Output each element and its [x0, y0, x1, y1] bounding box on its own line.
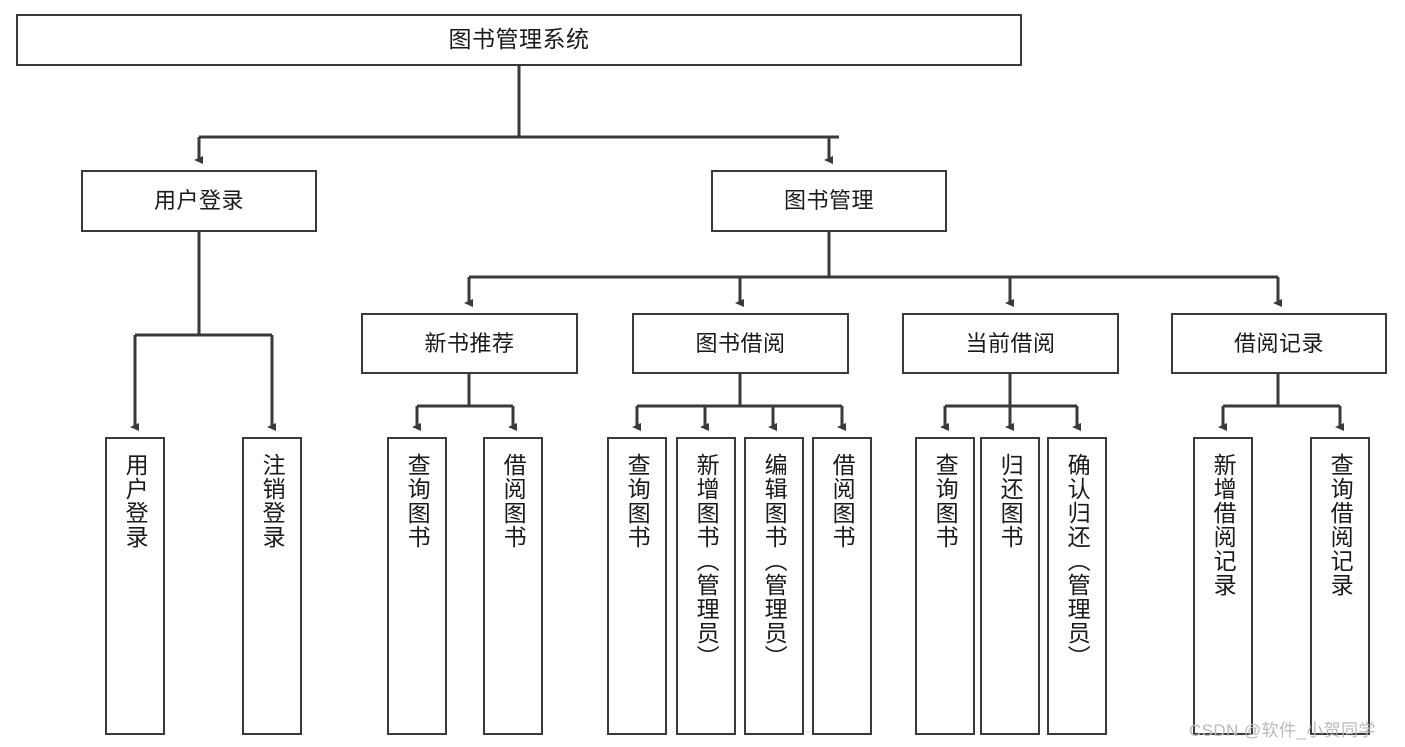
node-leaf-return-book[interactable]: 归还图书	[980, 437, 1040, 735]
node-label: 用户登录	[122, 453, 149, 549]
node-current-borrow[interactable]: 当前借阅	[902, 313, 1119, 374]
node-label: 归还图书	[997, 453, 1024, 549]
node-leaf-query-book-1[interactable]: 查询图书	[387, 437, 447, 735]
node-label: 借阅图书	[500, 453, 527, 549]
node-label: 确认归还（管理员）	[1064, 453, 1091, 669]
node-label: 图书借阅	[695, 330, 786, 356]
node-leaf-logout-login[interactable]: 注销登录	[242, 437, 302, 735]
node-label: 新增图书（管理员）	[693, 453, 720, 669]
node-label: 用户登录	[153, 188, 244, 214]
node-user-login[interactable]: 用户登录	[81, 170, 317, 232]
node-leaf-edit-book[interactable]: 编辑图书（管理员）	[744, 437, 804, 735]
node-leaf-confirm-return[interactable]: 确认归还（管理员）	[1047, 437, 1107, 735]
node-label: 当前借阅	[965, 330, 1056, 356]
node-leaf-add-record[interactable]: 新增借阅记录	[1193, 437, 1253, 735]
node-label: 查询借阅记录	[1327, 453, 1354, 597]
node-leaf-query-book-2[interactable]: 查询图书	[607, 437, 667, 735]
node-label: 图书管理	[783, 188, 874, 214]
node-leaf-query-record[interactable]: 查询借阅记录	[1310, 437, 1370, 735]
node-label: 借阅图书	[829, 453, 856, 549]
node-label: 图书管理系统	[448, 26, 590, 53]
node-label: 注销登录	[259, 453, 286, 549]
node-borrow-record[interactable]: 借阅记录	[1171, 313, 1387, 374]
node-leaf-user-login[interactable]: 用户登录	[105, 437, 165, 735]
node-leaf-add-book[interactable]: 新增图书（管理员）	[676, 437, 736, 735]
node-book-management[interactable]: 图书管理	[711, 170, 947, 232]
node-label: 编辑图书（管理员）	[761, 453, 788, 669]
node-leaf-borrow-book-1[interactable]: 借阅图书	[483, 437, 543, 735]
node-label: 借阅记录	[1233, 330, 1324, 356]
node-book-borrow[interactable]: 图书借阅	[632, 313, 849, 374]
node-new-book-recommend[interactable]: 新书推荐	[361, 313, 578, 374]
node-label: 查询图书	[932, 453, 959, 549]
node-leaf-borrow-book-2[interactable]: 借阅图书	[812, 437, 872, 735]
node-leaf-query-book-3[interactable]: 查询图书	[915, 437, 975, 735]
node-root-book-management-system[interactable]: 图书管理系统	[16, 14, 1022, 66]
node-label: 新书推荐	[424, 330, 515, 356]
node-label: 新增借阅记录	[1210, 453, 1237, 597]
node-label: 查询图书	[404, 453, 431, 549]
node-label: 查询图书	[624, 453, 651, 549]
